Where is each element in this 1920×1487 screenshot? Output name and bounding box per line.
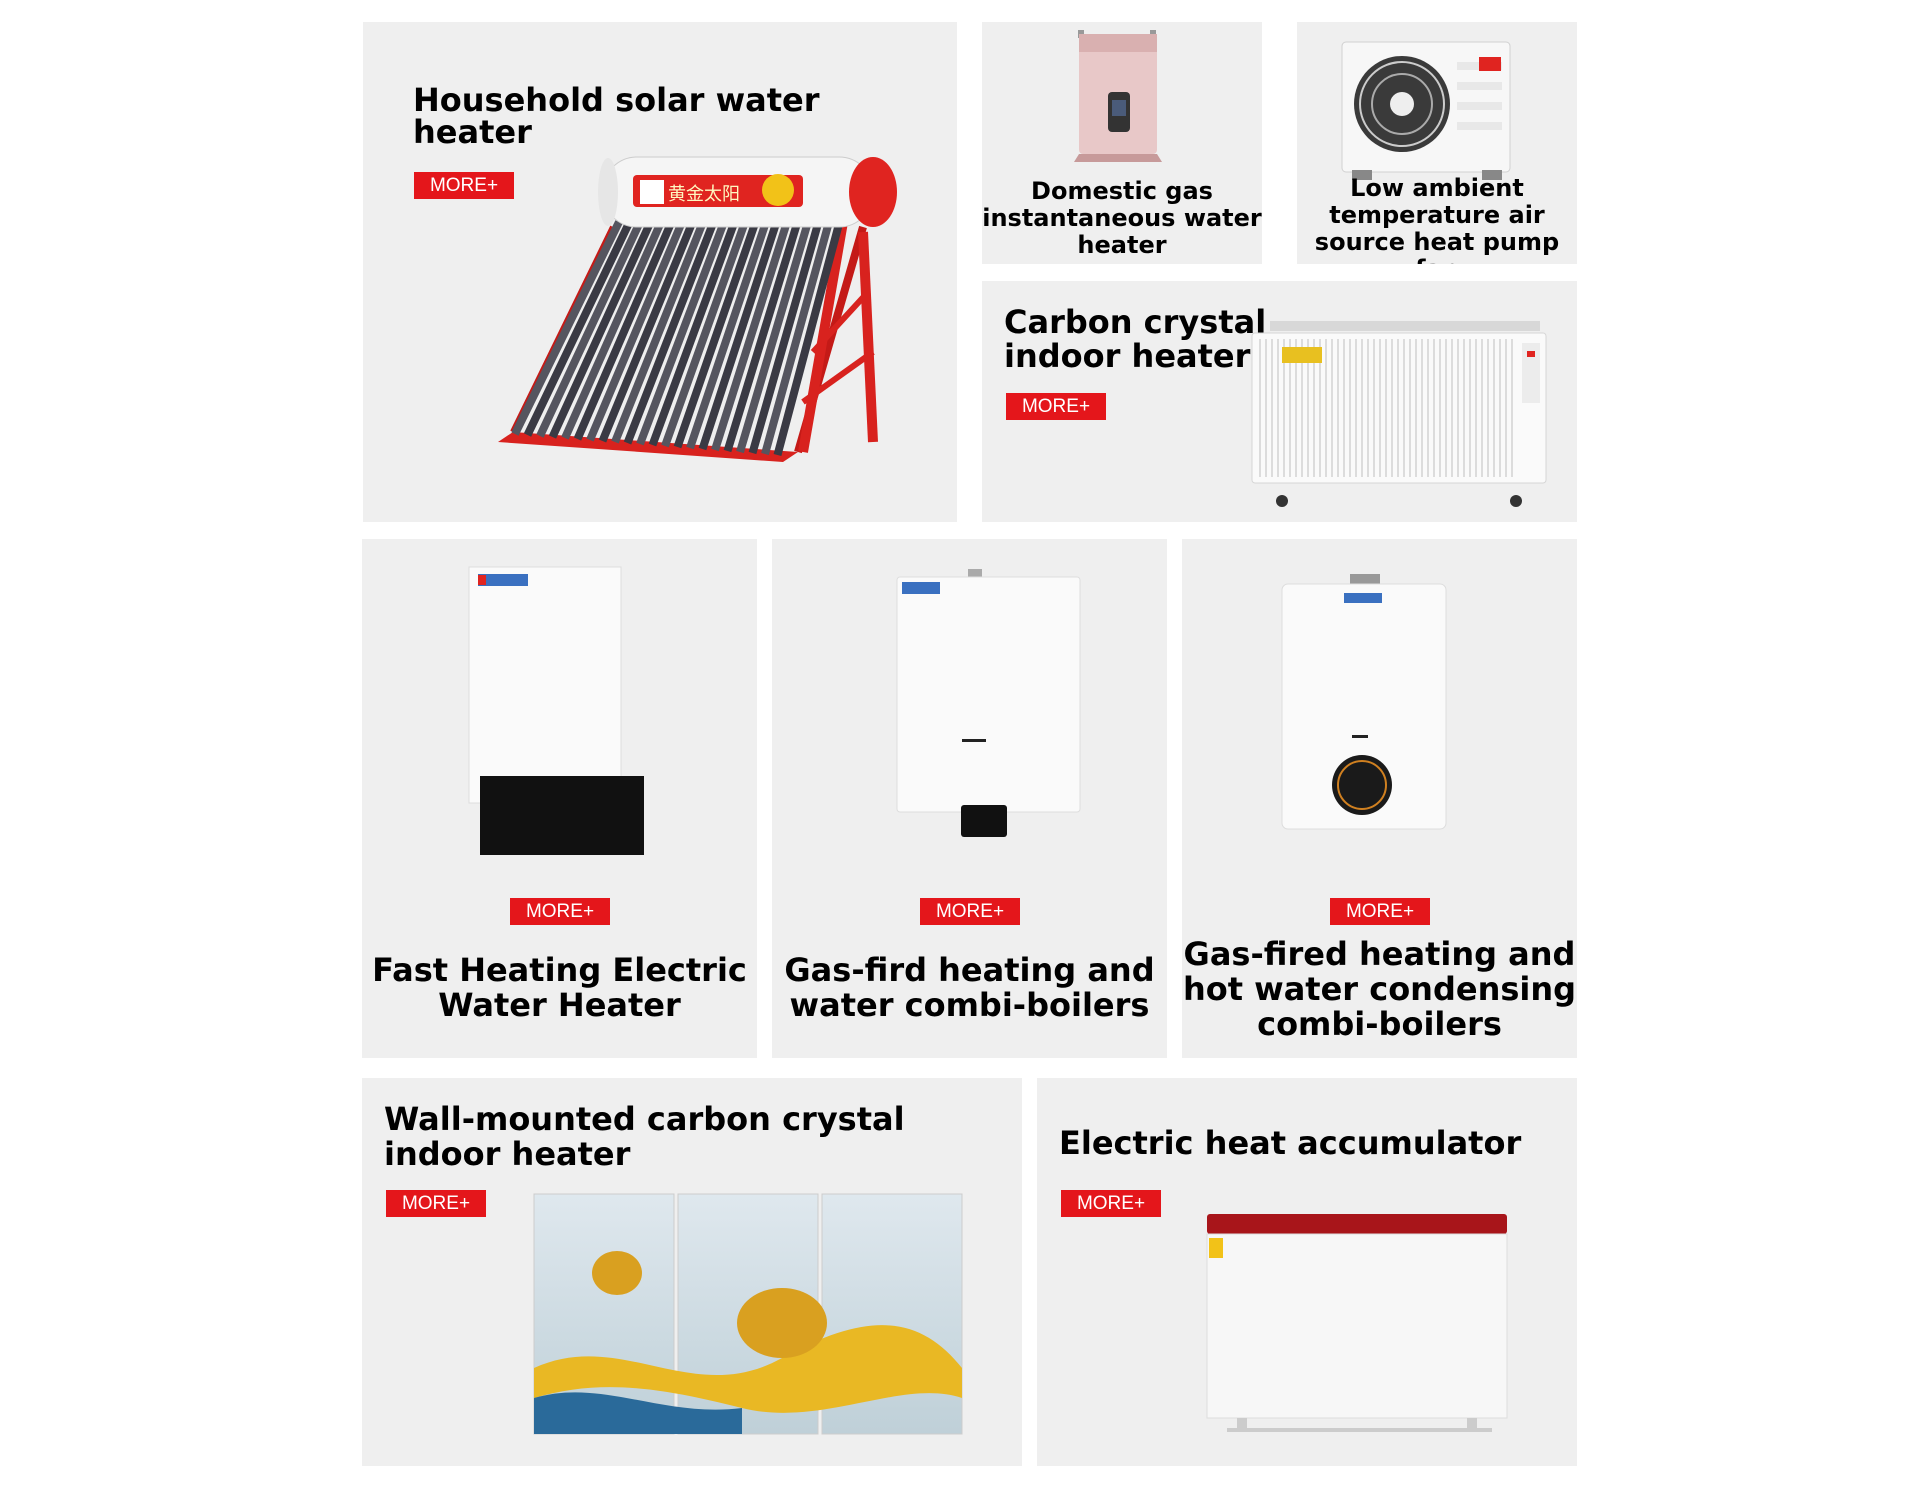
vacuum-tube	[623, 220, 718, 445]
title-line: Domestic gas	[1031, 177, 1213, 205]
carbon-crystal-heater-image	[1251, 321, 1547, 507]
vacuum-tube	[686, 220, 770, 450]
title-line: Gas-fird heating and	[784, 951, 1155, 989]
card-title: Electric heat accumulator	[1059, 1126, 1521, 1161]
card-title: Domestic gas instantaneous water heater	[982, 178, 1262, 259]
more-button[interactable]: MORE+	[1061, 1190, 1161, 1217]
product-card-solar[interactable]: Household solar water heater MORE+ 黄金太阳	[363, 22, 957, 522]
card-title: Household solar water heater	[413, 84, 820, 148]
control-panel-display	[961, 805, 1007, 837]
title-line: heater	[1077, 231, 1167, 259]
more-button[interactable]: MORE+	[386, 1190, 486, 1217]
product-card-gas-condensing[interactable]: MORE+ Gas-fired heating and hot water co…	[1182, 539, 1577, 1058]
solar-water-heater-image: 黄金太阳	[498, 156, 897, 462]
title-line: Fast Heating Electric	[372, 951, 747, 989]
product-card-gas-instant[interactable]: Domestic gas instantaneous water heater	[982, 22, 1262, 264]
vacuum-tube	[773, 220, 844, 457]
card-title: Gas-fird heating and water combi-boilers	[772, 953, 1167, 1023]
gas-water-heater-image	[1074, 30, 1162, 162]
title-line: temperature air	[1329, 201, 1545, 229]
vacuum-tube	[761, 220, 833, 456]
vacuum-tube	[573, 220, 676, 441]
vacuum-tube	[711, 220, 791, 452]
more-button[interactable]: MORE+	[1330, 898, 1430, 925]
card-title: Wall-mounted carbon crystal indoor heate…	[384, 1102, 905, 1172]
card-title: Fast Heating Electric Water Heater	[362, 953, 757, 1023]
vacuum-tube	[598, 220, 697, 443]
title-line: hot water condensing	[1182, 970, 1577, 1008]
vacuum-tube	[611, 220, 707, 444]
more-button[interactable]: MORE+	[414, 172, 514, 199]
title-line: indoor heater	[384, 1135, 631, 1173]
more-button[interactable]: MORE+	[1006, 393, 1106, 420]
product-card-gas-combi[interactable]: MORE+ Gas-fird heating and water combi-b…	[772, 539, 1167, 1058]
title-line: Water Heater	[438, 986, 681, 1024]
vacuum-tube	[636, 220, 728, 446]
card-title: Gas-fired heating and hot water condensi…	[1182, 937, 1577, 1042]
product-card-carbon-indoor[interactable]: Carbon crystal indoor heater MORE+	[982, 281, 1577, 522]
title-line: Low ambient	[1350, 174, 1524, 202]
wall-panel-heater-image	[533, 1193, 963, 1435]
title-line: source heat pump fan	[1314, 228, 1560, 265]
vacuum-tube	[548, 220, 655, 439]
vacuum-tube	[723, 220, 802, 453]
title-line: indoor heater	[1004, 337, 1251, 375]
title-line: Electric heat accumulator	[1059, 1124, 1522, 1162]
more-button[interactable]: MORE+	[510, 898, 610, 925]
title-line: water combi-boilers	[789, 986, 1150, 1024]
heat-pump-unit-image	[1341, 41, 1511, 180]
card-title: Low ambient temperature air source heat …	[1297, 174, 1577, 265]
card-title: Carbon crystal indoor heater	[1004, 305, 1266, 373]
title-line: Wall-mounted carbon crystal	[384, 1100, 905, 1138]
vacuum-tube	[648, 220, 739, 447]
electric-water-heater-image	[468, 566, 622, 804]
product-card-electric-fast[interactable]: MORE+ Fast Heating Electric Water Heater	[362, 539, 757, 1058]
product-card-accumulator[interactable]: Electric heat accumulator MORE+	[1037, 1078, 1577, 1466]
more-button[interactable]: MORE+	[920, 898, 1020, 925]
condensing-boiler-image	[1281, 574, 1447, 830]
vacuum-tube	[561, 220, 665, 440]
control-panel-display	[480, 776, 644, 855]
vacuum-tube	[698, 220, 781, 451]
product-card-wall-carbon[interactable]: Wall-mounted carbon crystal indoor heate…	[362, 1078, 1022, 1466]
title-line: combi-boilers	[1257, 1005, 1502, 1043]
vacuum-tube	[748, 220, 823, 455]
title-line: Gas-fired heating and	[1183, 935, 1576, 973]
vacuum-tube	[586, 220, 686, 442]
vacuum-tube	[661, 220, 749, 448]
vacuum-tube	[511, 220, 623, 436]
title-line: Household solar water	[413, 81, 820, 119]
title-line: instantaneous water	[982, 204, 1262, 232]
solar-logo-text: 黄金太阳	[668, 184, 740, 205]
vacuum-tube	[523, 220, 634, 437]
title-line: Carbon crystal	[1004, 303, 1267, 341]
heat-accumulator-image	[1206, 1214, 1508, 1432]
vacuum-tube	[536, 220, 644, 438]
title-line: heater	[413, 113, 532, 151]
vacuum-tube	[736, 220, 812, 454]
vacuum-tube	[673, 220, 760, 449]
product-card-heat-pump[interactable]: Low ambient temperature air source heat …	[1297, 22, 1577, 264]
